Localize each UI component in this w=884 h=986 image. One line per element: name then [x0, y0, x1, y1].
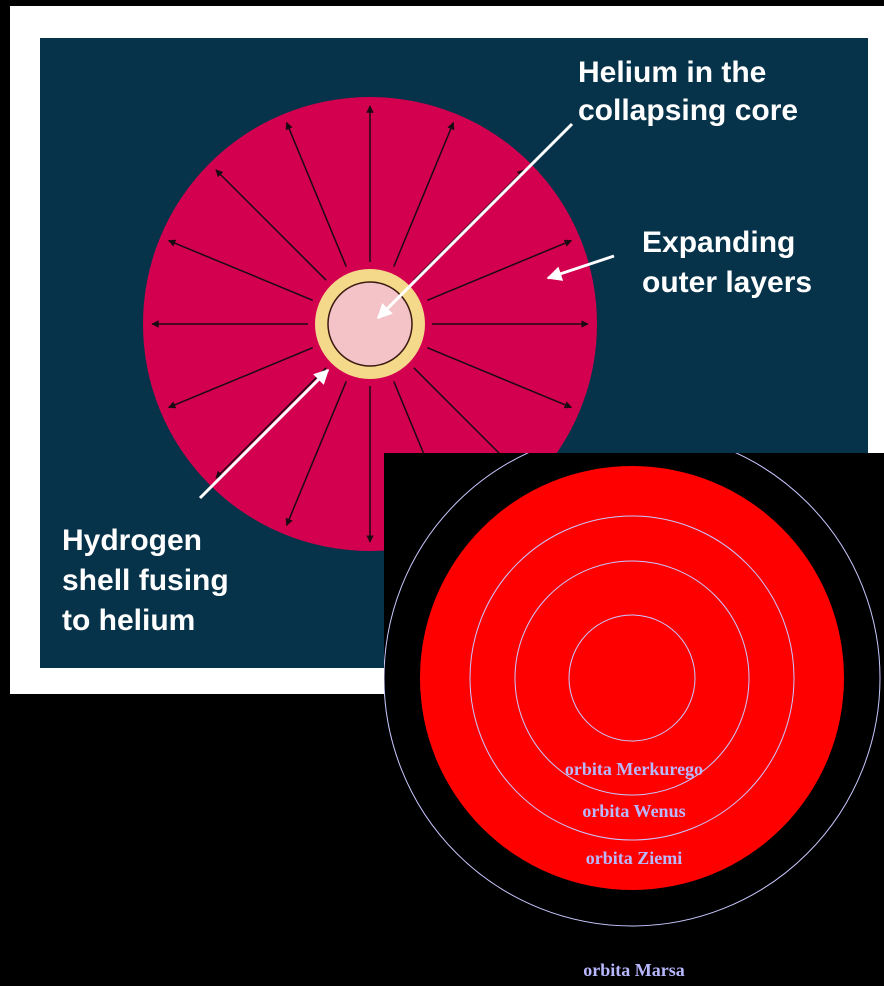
- expansion-arrow: [393, 121, 455, 268]
- red-giant-svg: [40, 38, 868, 668]
- expansion-arrow: [426, 347, 573, 409]
- expansion-arrow: [285, 380, 347, 527]
- orbit-label-mars: orbita Marsa: [583, 960, 685, 980]
- shell-label-line1: Hydrogen: [62, 524, 203, 557]
- orbit-ring-venus: [514, 560, 750, 796]
- expansion-arrow: [426, 239, 573, 301]
- red-giant-disk: [420, 466, 844, 890]
- orbit-label-earth: orbita Ziemi: [585, 848, 683, 868]
- orbit-label-venus: orbita Wenus: [582, 801, 686, 821]
- expansion-arrow: [215, 367, 327, 479]
- core-label-line2: collapsing core: [578, 94, 799, 127]
- outer-label-line2: outer layers: [642, 266, 813, 299]
- shell-label-line3: to helium: [62, 604, 196, 637]
- core-pointer-line: [376, 122, 574, 320]
- expansion-arrow: [215, 169, 327, 281]
- orbit-svg: [384, 453, 881, 927]
- expansion-arrow: [167, 347, 314, 409]
- orbit-ring-earth: [469, 515, 795, 841]
- shell-pointer-line: [198, 368, 330, 500]
- shell-label-line2: shell fusing: [62, 564, 229, 597]
- core-label-line1: Helium in the: [578, 56, 767, 89]
- orbit-comparison-diagram: orbita Merkurego orbita Wenus orbita Zie…: [384, 453, 884, 986]
- orbit-label-mercury: orbita Merkurego: [564, 759, 704, 779]
- outer-label-line1: Expanding: [642, 226, 796, 259]
- expansion-arrow: [167, 239, 314, 301]
- orbit-ring-mercury: [568, 614, 696, 742]
- orbit-ring-mars: [384, 453, 881, 927]
- outer-pointer-line: [546, 254, 615, 281]
- red-giant-structure-diagram: Helium in the collapsing core Expanding …: [10, 6, 884, 694]
- expansion-arrow: [285, 121, 347, 268]
